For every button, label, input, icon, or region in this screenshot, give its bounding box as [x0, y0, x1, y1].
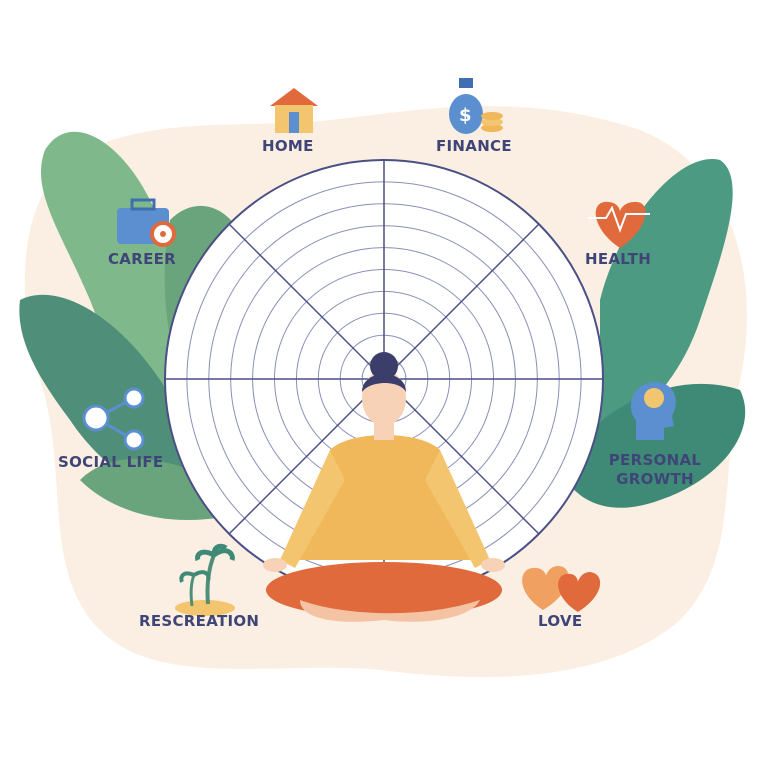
label-home: HOME [262, 137, 314, 155]
label-social-life: SOCIAL LIFE [58, 453, 164, 471]
palm-island-icon [175, 543, 235, 616]
wheel-spoke [228, 223, 385, 380]
hair [362, 374, 406, 392]
money-bag-icon: $ [449, 78, 503, 134]
svg-text:$: $ [459, 105, 472, 126]
label-love: LOVE [538, 612, 583, 630]
label-recreation: RESCREATION [139, 612, 260, 630]
leaf-right-front [560, 383, 746, 508]
heart-pulse-icon [588, 201, 650, 248]
wheel-spoke [383, 378, 540, 535]
briefcase-icon [117, 198, 176, 247]
label-personal-growth: PERSONAL GROWTH [600, 451, 710, 489]
social-network-icon [82, 387, 145, 451]
hair-bun [370, 352, 398, 380]
head-growth-icon [630, 382, 676, 440]
label-finance: FINANCE [436, 137, 512, 155]
home-icon [270, 88, 318, 133]
wheel-spoke [228, 378, 385, 535]
label-growth-text: GROWTH [616, 470, 694, 488]
label-career: CAREER [108, 250, 177, 268]
label-health: HEALTH [585, 250, 652, 268]
meditating-person [263, 352, 505, 622]
label-personal: PERSONAL [608, 451, 702, 469]
pants [266, 562, 502, 618]
hearts-icon [522, 566, 601, 612]
wheel-spoke [383, 223, 540, 380]
label-growth: GROWTH [600, 470, 710, 489]
